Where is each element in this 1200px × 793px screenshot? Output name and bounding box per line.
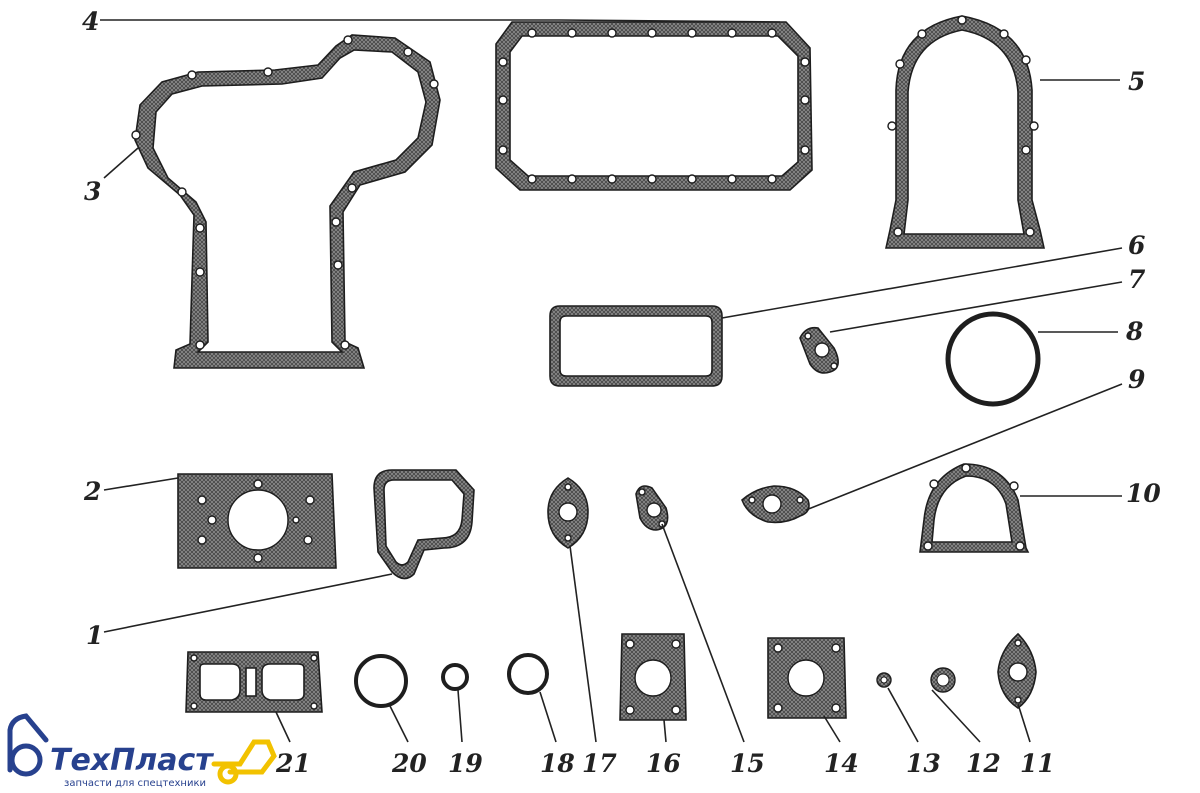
gasket-15-flange [635,485,669,531]
gasket-19-ring [441,663,469,691]
label-7: 7 [1128,265,1146,294]
label-4: 4 [82,7,99,36]
label-13: 13 [906,749,941,778]
label-8: 8 [1125,317,1143,346]
label-5: 5 [1128,67,1145,96]
label-20: 20 [391,749,427,778]
gasket-11-flange [997,632,1037,709]
logo-name: ТехПласт [50,743,214,778]
gasket-13-washer [876,672,892,688]
label-16: 16 [646,749,681,778]
label-17: 17 [582,749,617,778]
gasket-5-housing [885,15,1045,249]
gasket-1-cover [373,469,475,580]
logo-tagline: запчасти для спецтехники [64,778,206,789]
loader-icon [7,713,277,785]
label-19: 19 [448,749,483,778]
gasket-6-rectangular [549,305,723,387]
label-9: 9 [1128,365,1145,394]
label-2: 2 [83,477,101,506]
gasket-3-timing-cover [131,34,441,369]
gasket-16-square-flange [619,633,687,721]
label-21: 21 [275,749,311,778]
label-12: 12 [966,749,1001,778]
gasket-4-oil-pan [495,21,813,191]
gasket-2-plate [177,473,337,569]
techplast-logo: ТехПласт запчасти для спецтехники [7,713,277,789]
label-14: 14 [824,749,859,778]
label-1: 1 [86,621,103,650]
label-15: 15 [730,749,765,778]
label-18: 18 [540,749,575,778]
leader-lines [100,19,1123,743]
label-11: 11 [1020,749,1055,778]
gasket-10-arch [919,463,1030,553]
number-labels: 4 3 5 6 7 8 9 10 2 1 21 20 19 18 17 16 1… [82,7,1161,778]
gasket-18-ring [507,653,549,695]
label-10: 10 [1126,479,1161,508]
gasket-9-flange [741,485,810,524]
label-3: 3 [84,177,101,206]
gasket-8-ring [945,311,1041,407]
gasket-14-square-flange [767,637,847,719]
gasket-21-double-port [185,651,323,713]
gasket-20-ring [354,654,408,708]
gasket-12-washer [930,667,956,693]
gasket-7-flange [799,326,839,374]
label-6: 6 [1128,231,1145,260]
gasket-17-flange [547,477,589,549]
